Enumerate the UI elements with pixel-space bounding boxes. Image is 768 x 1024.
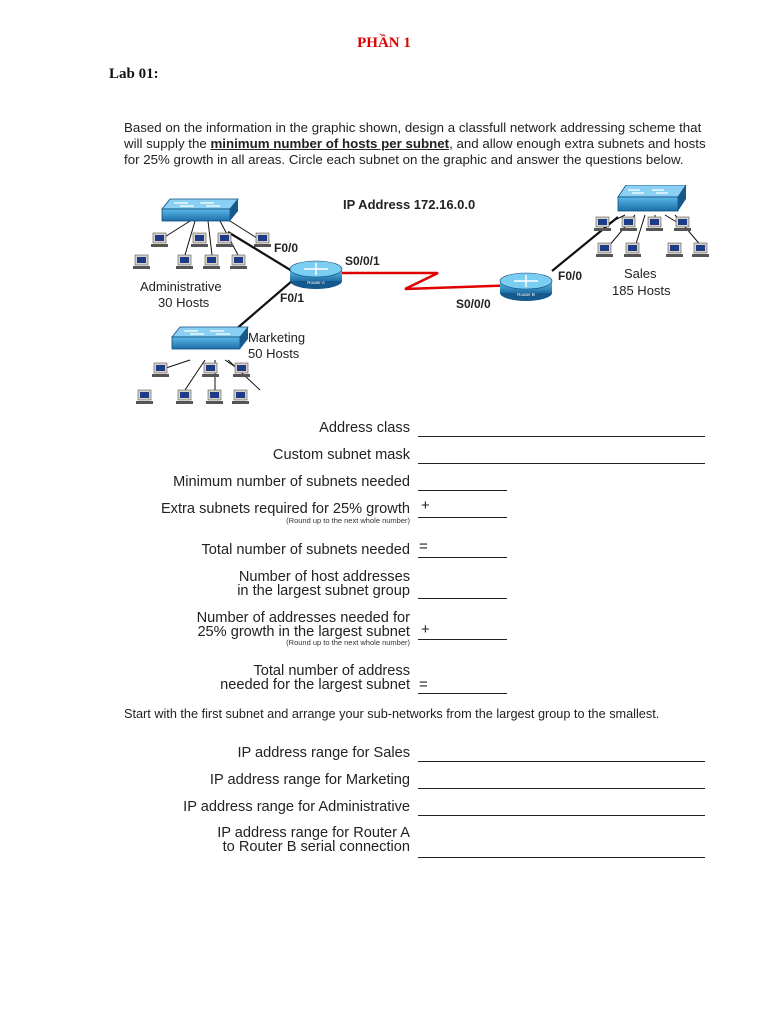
addresses-growth-blank[interactable] [418, 639, 507, 640]
admin-range-blank[interactable] [418, 815, 705, 816]
equals-sign: = [419, 538, 428, 555]
sales-range-label: IP address range for Sales [237, 745, 410, 761]
router-a-label: Router A [307, 280, 325, 285]
marketing-switch-icon [172, 327, 248, 349]
extra-subnets-text: Extra subnets required for 25% growth [161, 501, 410, 517]
extra-subnets-label: Extra subnets required for 25% growth(Ro… [161, 501, 410, 525]
round-note: (Round up to the next whole number) [161, 517, 410, 525]
marketing-range-blank[interactable] [418, 788, 705, 789]
start-instructions: Start with the first subnet and arrange … [124, 707, 659, 721]
marketing-name: Marketing [248, 330, 305, 345]
admin-hosts: 30 Hosts [158, 295, 210, 310]
total-address-blank[interactable] [418, 693, 507, 694]
plus-sign-2: + [421, 621, 430, 638]
router-a-icon: Router A [290, 261, 342, 289]
custom-subnet-mask-blank[interactable] [418, 463, 705, 464]
router-a-f01-label: F0/1 [280, 291, 304, 305]
sales-switch-icon [618, 185, 686, 211]
marketing-hosts: 50 Hosts [248, 346, 300, 361]
plus-sign: + [421, 497, 430, 514]
custom-subnet-mask-label: Custom subnet mask [273, 447, 410, 463]
section-title: PHẦN 1 [0, 35, 768, 52]
intro-highlight: minimum number of hosts per subnet [210, 136, 449, 151]
sales-name: Sales [624, 266, 657, 281]
address-class-label: Address class [319, 420, 410, 436]
admin-pcs [133, 233, 271, 269]
sales-range-blank[interactable] [418, 761, 705, 762]
router-a-s001-label: S0/0/1 [345, 254, 380, 268]
router-a-f00-label: F0/0 [274, 241, 298, 255]
admin-name: Administrative [140, 279, 222, 294]
equals-sign-2: = [419, 676, 428, 693]
router-range-line-2: to Router B serial connection [223, 839, 410, 855]
extra-subnets-blank[interactable] [418, 517, 507, 518]
router-b-s000-label: S0/0/0 [456, 297, 491, 311]
router-b-label: Router B [517, 292, 535, 297]
router-b-f00-label: F0/0 [558, 269, 582, 283]
total-subnets-label: Total number of subnets needed [201, 542, 410, 558]
marketing-pcs [136, 363, 250, 404]
round-note-2: (Round up to the next whole number) [197, 639, 410, 647]
network-diagram: Router A Router B IP Address 172.16.0.0 … [120, 185, 720, 415]
router-b-icon: Router B [500, 273, 552, 301]
sales-hosts: 185 Hosts [612, 283, 671, 298]
min-subnets-blank[interactable] [418, 490, 507, 491]
total-address-line-2: needed for the largest subnet [220, 677, 410, 693]
host-addresses-blank[interactable] [418, 598, 507, 599]
instructions: Based on the information in the graphic … [124, 120, 714, 168]
admin-range-label: IP address range for Administrative [183, 799, 410, 815]
router-range-blank[interactable] [418, 857, 705, 858]
host-addresses-line-2: in the largest subnet group [237, 583, 410, 599]
admin-switch-icon [162, 199, 238, 221]
lab-title: Lab 01: [109, 66, 159, 83]
ip-address-title: IP Address 172.16.0.0 [343, 197, 475, 212]
marketing-range-label: IP address range for Marketing [210, 772, 410, 788]
min-subnets-label: Minimum number of subnets needed [173, 474, 410, 490]
total-subnets-blank[interactable] [418, 557, 507, 558]
address-class-blank[interactable] [418, 436, 705, 437]
